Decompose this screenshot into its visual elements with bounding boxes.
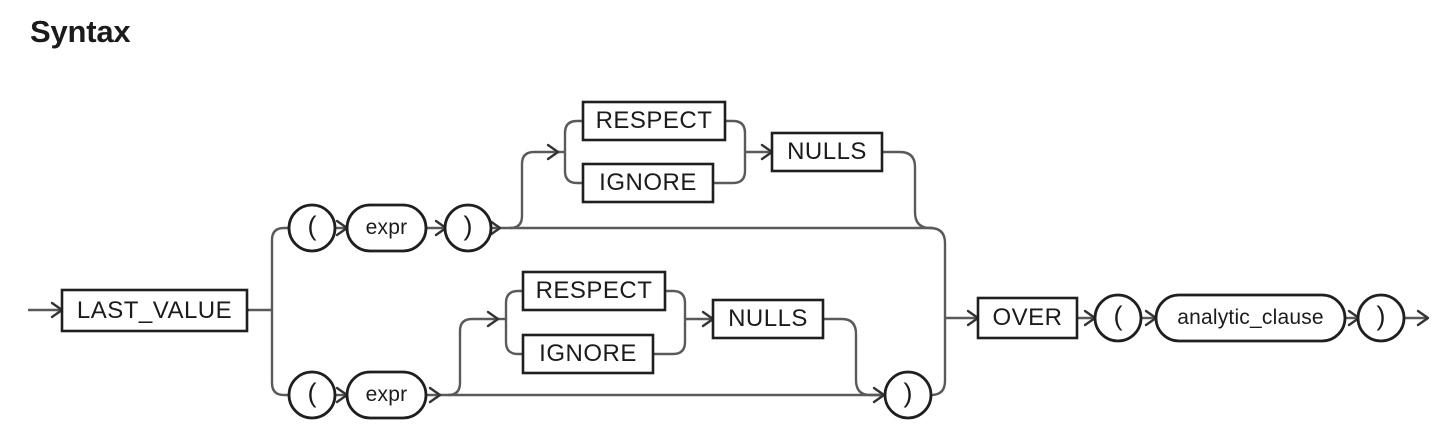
- node-last-value-box: [60, 288, 249, 333]
- node-respect-lower[interactable]: RESPECT: [521, 270, 667, 312]
- node-over-box: [976, 296, 1079, 340]
- node-close-paren-over[interactable]: ): [1356, 293, 1406, 343]
- node-respect-upper-box: [581, 100, 727, 142]
- rail-join-vertical: [929, 226, 947, 318]
- rail-lower-respect-out: [665, 289, 687, 319]
- rail-lines: [28, 119, 1428, 397]
- node-close-paren-over-circle: [1356, 293, 1406, 343]
- node-close-paren-lower-label: ): [904, 378, 913, 408]
- rail-upper-respect-out: [725, 119, 747, 152]
- node-ignore-lower[interactable]: IGNORE: [521, 333, 655, 375]
- rail-lower-ignore-in: [504, 319, 523, 356]
- rail-upper-nulls-out: [882, 150, 933, 230]
- node-analytic-clause[interactable]: analytic_clause: [1154, 293, 1347, 343]
- node-respect-upper-label: RESPECT: [596, 107, 713, 134]
- node-close-paren-lower-circle: [883, 370, 933, 420]
- node-open-paren-lower[interactable]: (: [287, 370, 337, 420]
- arrowhead-lower-expr-out: [428, 386, 442, 404]
- rail-split-curve-down: [270, 382, 290, 397]
- rail-upper-respect-in: [563, 119, 583, 152]
- node-close-paren-upper-label: ): [464, 211, 473, 241]
- node-analytic-clause-label: analytic_clause: [1177, 306, 1324, 329]
- node-last-value[interactable]: LAST_VALUE: [60, 288, 249, 333]
- node-ignore-lower-label: IGNORE: [539, 340, 637, 367]
- node-expr-upper-oval: [345, 203, 428, 253]
- node-ignore-upper[interactable]: IGNORE: [581, 162, 715, 204]
- node-close-paren-over-label: ): [1377, 301, 1386, 331]
- node-nulls-upper-label: NULLS: [787, 138, 867, 165]
- rail-upper-ignore-in: [563, 152, 583, 185]
- node-ignore-lower-box: [521, 333, 655, 375]
- node-nulls-upper[interactable]: NULLS: [770, 131, 884, 173]
- node-expr-upper-label: expr: [366, 216, 408, 239]
- node-nulls-lower-label: NULLS: [728, 305, 808, 332]
- node-open-paren-over[interactable]: (: [1093, 293, 1143, 343]
- rail-arrowheads: [50, 143, 1430, 404]
- node-expr-lower[interactable]: expr: [345, 370, 428, 420]
- node-over[interactable]: OVER: [976, 296, 1079, 340]
- node-close-paren-upper[interactable]: ): [443, 203, 493, 253]
- node-ignore-upper-label: IGNORE: [599, 169, 697, 196]
- node-close-paren-lower[interactable]: ): [883, 370, 933, 420]
- rail-upper-ignore-out: [713, 152, 747, 185]
- rail-lower-respect-in: [504, 289, 523, 319]
- node-over-label: OVER: [992, 304, 1062, 331]
- rail-lower-to-nullsgroup: [447, 317, 500, 397]
- rail-lower-close-to-join: [930, 318, 947, 397]
- node-respect-upper[interactable]: RESPECT: [581, 100, 727, 142]
- arrowhead-upper-group-in: [546, 143, 560, 161]
- rail-upper-to-nullsgroup: [509, 150, 560, 230]
- arrowhead-lower-group-in: [486, 310, 500, 328]
- node-open-paren-upper-label: (: [308, 211, 317, 241]
- node-nulls-lower-box: [711, 298, 825, 340]
- node-expr-lower-oval: [345, 370, 428, 420]
- node-respect-lower-box: [521, 270, 667, 312]
- node-expr-lower-label: expr: [366, 383, 408, 406]
- node-analytic-clause-oval: [1154, 293, 1347, 343]
- node-nulls-lower[interactable]: NULLS: [711, 298, 825, 340]
- node-open-paren-upper[interactable]: (: [287, 203, 337, 253]
- rail-lower-ignore-out: [653, 319, 687, 356]
- node-open-paren-upper-circle: [287, 203, 337, 253]
- node-open-paren-over-label: (: [1114, 301, 1123, 331]
- node-close-paren-upper-circle: [443, 203, 493, 253]
- node-nulls-upper-box: [770, 131, 884, 173]
- rail-split-curve-up: [270, 226, 290, 241]
- node-expr-upper[interactable]: expr: [345, 203, 428, 253]
- rail-lower-nulls-out: [823, 317, 884, 397]
- node-open-paren-over-circle: [1093, 293, 1143, 343]
- arrowhead-exit: [1416, 309, 1430, 327]
- node-open-paren-lower-label: (: [308, 378, 317, 408]
- node-last-value-label: LAST_VALUE: [77, 297, 232, 324]
- node-respect-lower-label: RESPECT: [536, 277, 653, 304]
- node-open-paren-lower-circle: [287, 370, 337, 420]
- arrowhead-upper-close-out: [488, 219, 502, 237]
- page-title: Syntax: [30, 14, 131, 49]
- node-ignore-upper-box: [581, 162, 715, 204]
